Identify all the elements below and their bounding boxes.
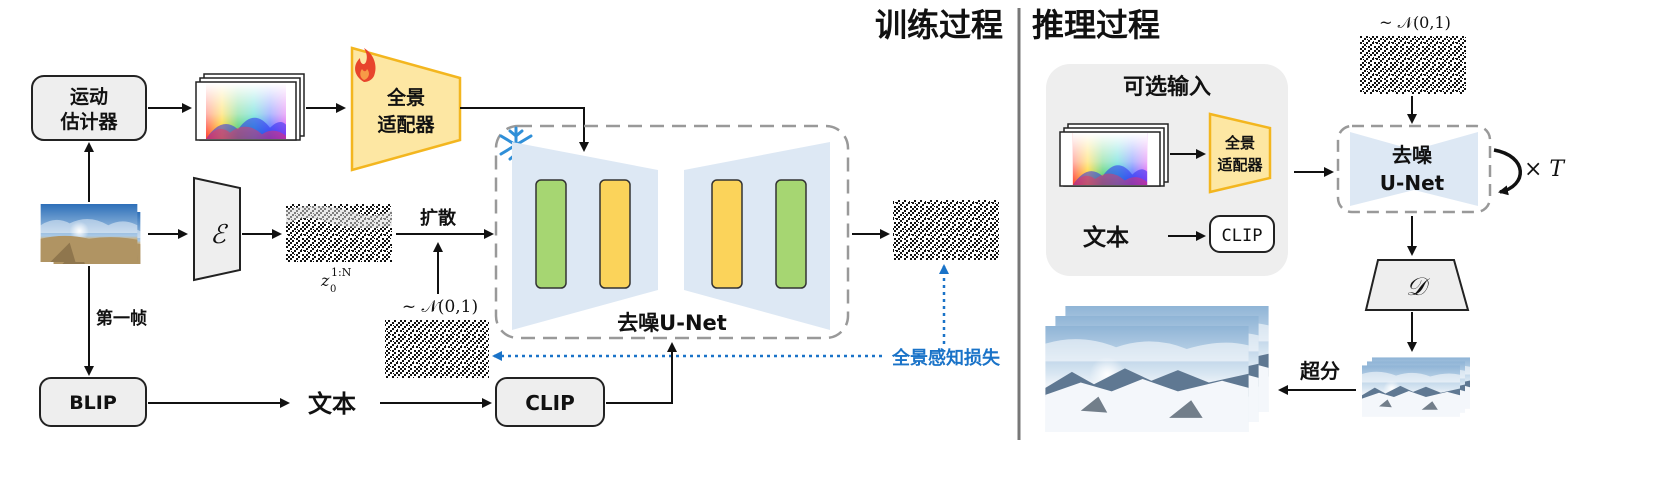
adapter-label-line2: 适配器 bbox=[377, 114, 435, 136]
optional-input-title: 可选输入 bbox=[1123, 74, 1211, 100]
unet-encoder-half bbox=[512, 142, 658, 330]
motion-estimator-box bbox=[31, 75, 147, 141]
flame-icon bbox=[355, 48, 376, 82]
clip-box-inference bbox=[1209, 215, 1275, 253]
motion-estimator-label-line1: 运动 bbox=[70, 86, 108, 108]
superres-label: 超分 bbox=[1299, 359, 1340, 383]
encoder bbox=[193, 176, 241, 282]
motion-estimator-label-line2: 估计器 bbox=[59, 110, 118, 133]
svg-text:0: 0 bbox=[330, 284, 336, 295]
unet-decoder-half bbox=[684, 142, 830, 330]
text-label-train: 文本 bbox=[308, 390, 356, 418]
inference-unet-container bbox=[1336, 124, 1492, 214]
diffuse-label: 扩散 bbox=[420, 207, 457, 229]
clip-box-train bbox=[495, 377, 605, 427]
motion-flow-frames bbox=[195, 73, 305, 141]
high-res-output-frames bbox=[1045, 306, 1269, 432]
inference-unet-shape bbox=[1350, 132, 1478, 206]
encoder-symbol: ℰ bbox=[210, 220, 228, 250]
inference-flow-frames bbox=[1059, 123, 1169, 187]
unet-block-green-2 bbox=[775, 179, 807, 289]
panorama-adapter bbox=[350, 46, 462, 172]
latent-image bbox=[286, 204, 392, 262]
arrow-clip-to-unet bbox=[606, 342, 677, 404]
unet-block-yellow-2 bbox=[711, 179, 743, 289]
clip-label-inference: CLIP bbox=[1222, 226, 1263, 246]
decoder bbox=[1364, 259, 1470, 311]
inf-unet-label-line1: 去噪 bbox=[1392, 143, 1433, 167]
noise-image-train bbox=[385, 320, 489, 378]
svg-text:1:N: 1:N bbox=[331, 266, 352, 279]
unet-container bbox=[494, 124, 850, 340]
adapter-label-line1: 全景 bbox=[386, 86, 425, 109]
inf-adapter-label-line1: 全景 bbox=[1224, 134, 1255, 152]
inference-title: 推理过程 bbox=[1032, 6, 1160, 44]
first-frame-label: 第一帧 bbox=[96, 308, 147, 329]
latent-label: z 0 1:N bbox=[320, 266, 352, 295]
text-label-inference: 文本 bbox=[1083, 224, 1129, 251]
arrow-adapter-to-unet bbox=[460, 107, 589, 152]
blip-label: BLIP bbox=[69, 392, 117, 414]
loss-label: 全景感知损失 bbox=[891, 347, 1001, 369]
training-title: 训练过程 bbox=[875, 6, 1003, 44]
repeat-label: × T bbox=[1524, 157, 1566, 182]
svg-text:z: z bbox=[320, 271, 330, 290]
blip-box bbox=[39, 377, 147, 427]
low-res-output-frames bbox=[1362, 357, 1470, 417]
inference-panorama-adapter bbox=[1208, 112, 1272, 194]
inf-unet-label-line2: U-Net bbox=[1380, 171, 1445, 195]
input-panorama-frames bbox=[40, 204, 141, 264]
loop-arrow-icon bbox=[1493, 148, 1522, 196]
inference-noise-label: ~ 𝒩(0,1) bbox=[1379, 13, 1451, 32]
clip-label-train: CLIP bbox=[525, 391, 575, 415]
unet-block-green-1 bbox=[535, 179, 567, 289]
unet-label: 去噪U-Net bbox=[617, 311, 727, 335]
inf-adapter-label-line2: 适配器 bbox=[1217, 156, 1263, 174]
noise-image-inference bbox=[1360, 36, 1466, 94]
noise-label: ~ 𝒩(0,1) bbox=[402, 297, 478, 317]
output-noise-train bbox=[893, 200, 999, 260]
unet-block-yellow-1 bbox=[599, 179, 631, 289]
